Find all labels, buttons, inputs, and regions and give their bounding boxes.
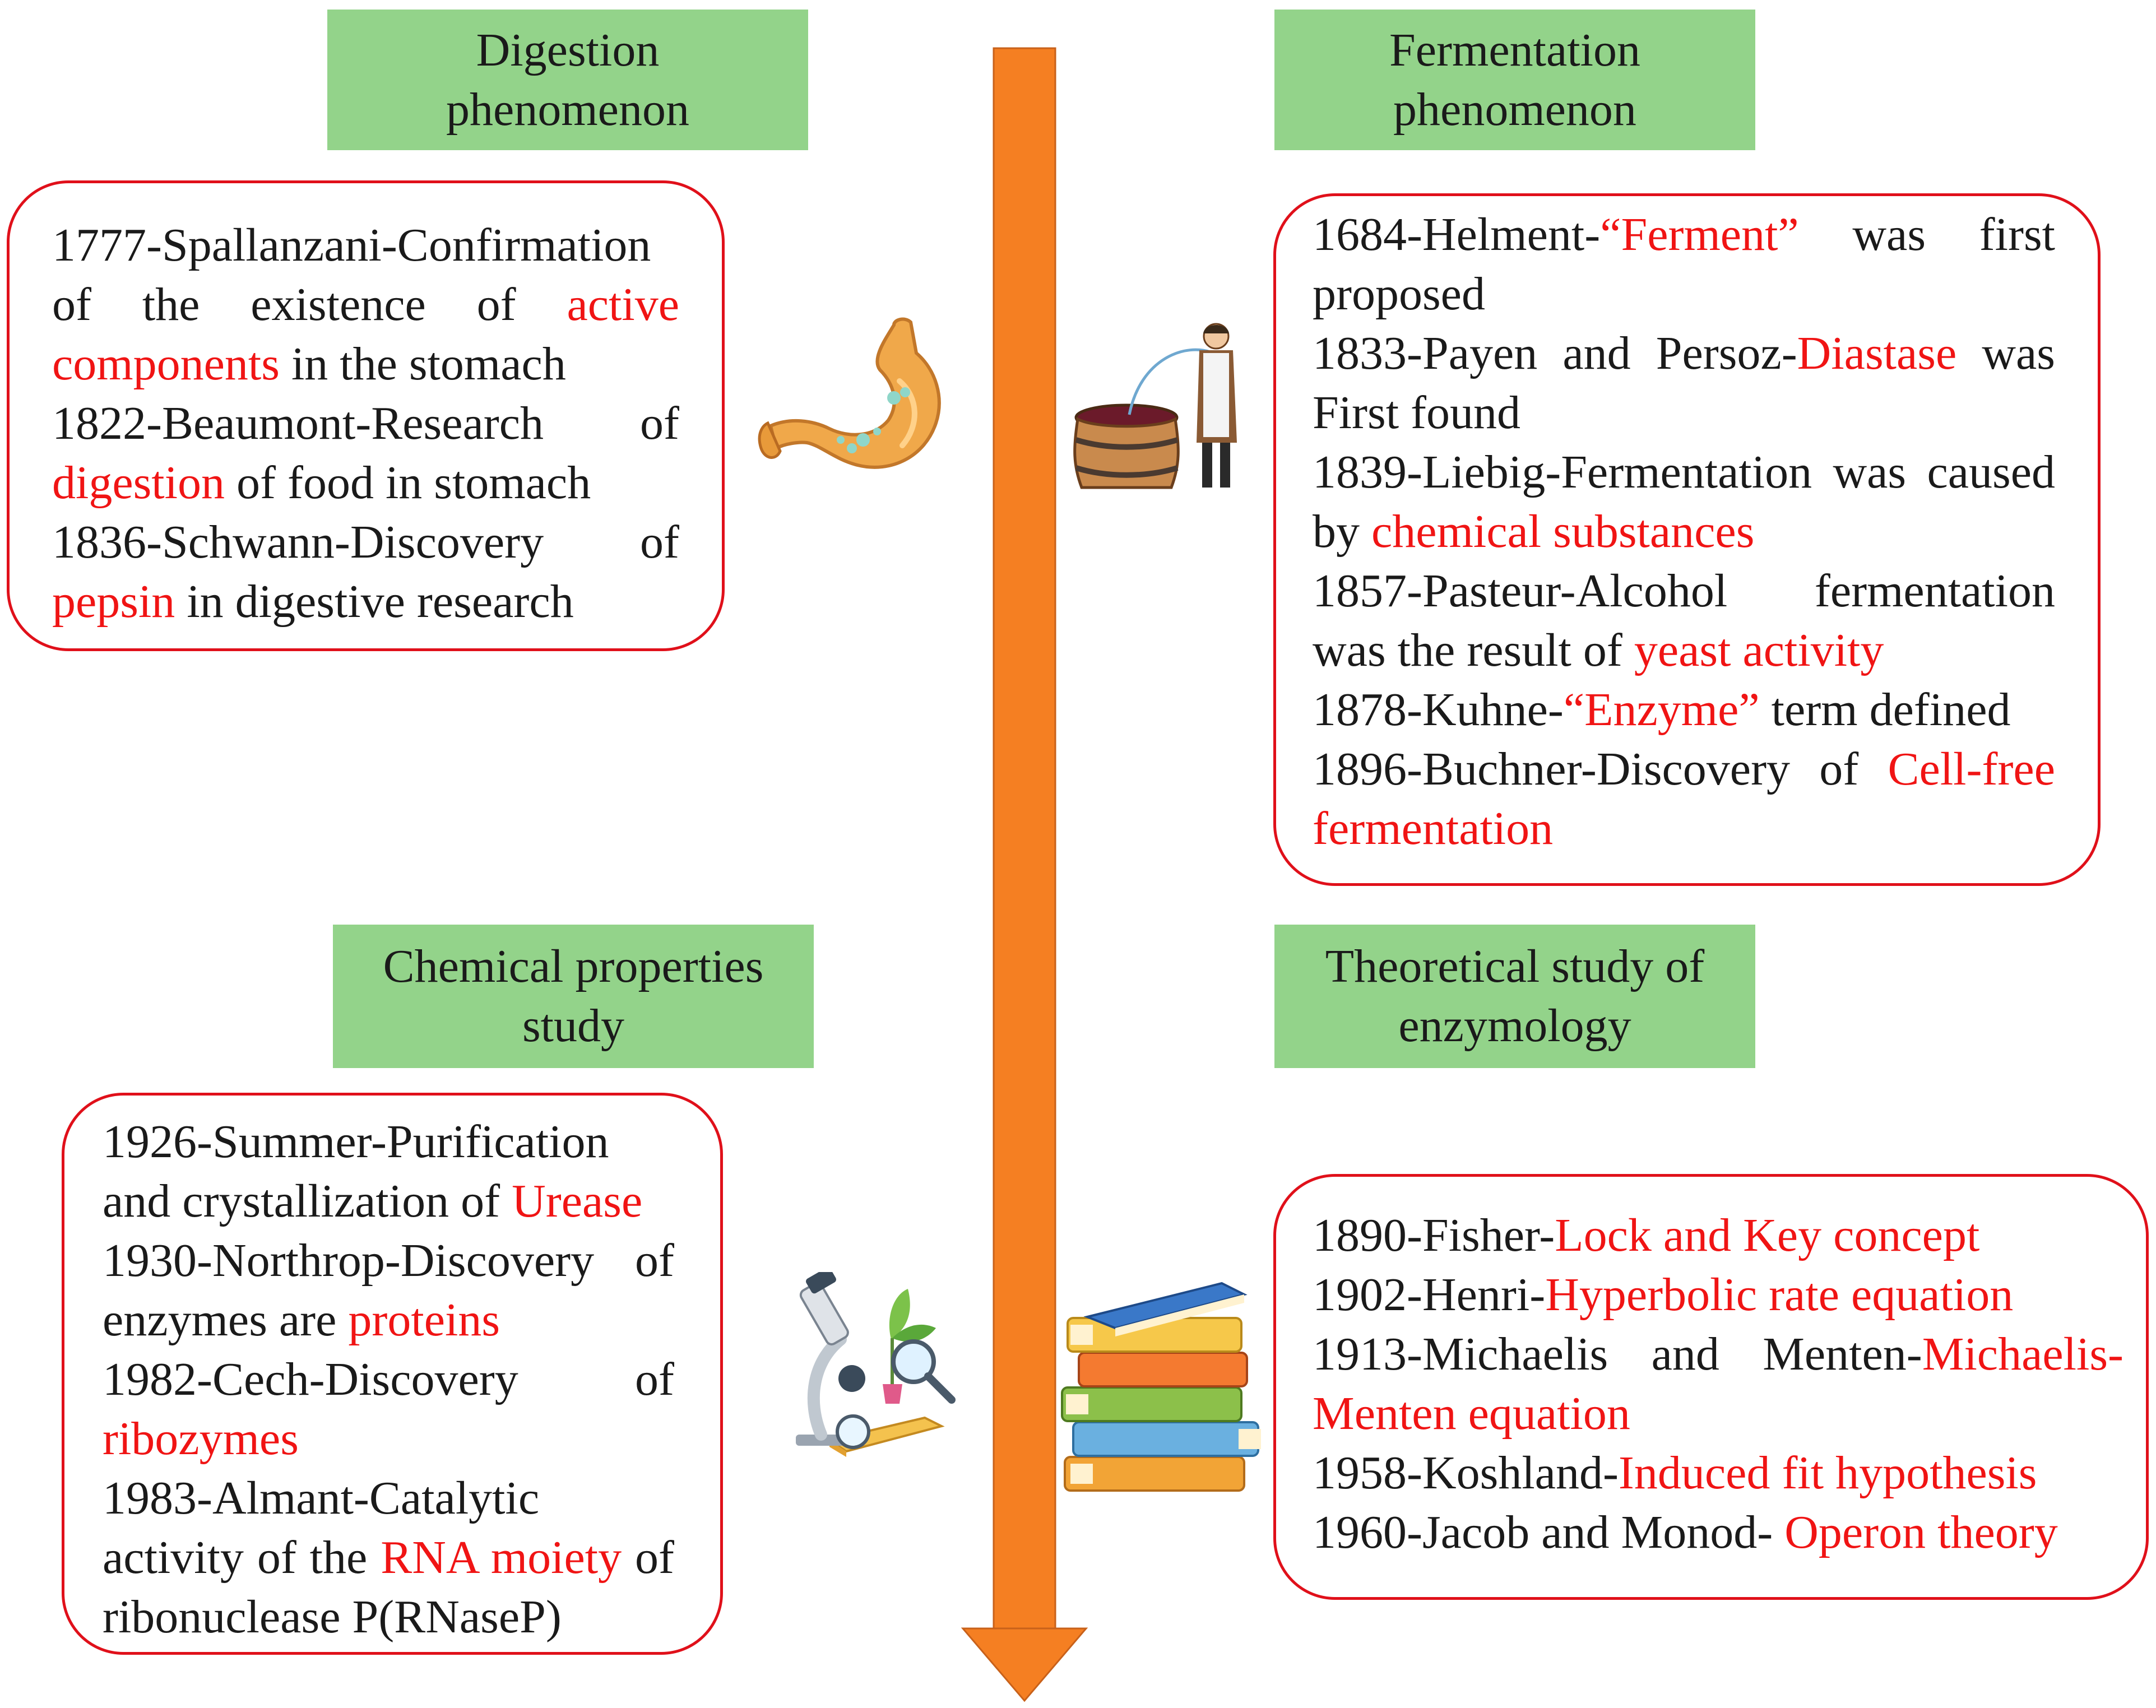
timeline-entry: 1982-Cech-Discovery of ribozymes — [103, 1350, 674, 1469]
timeline-entry: 1983-Almant-Catalytic activity of the RN… — [103, 1469, 674, 1647]
entry-text: 1902-Henri- — [1313, 1269, 1546, 1321]
timeline-entry: 1926-Summer-Purification and crystalliza… — [103, 1112, 674, 1231]
timeline-entry: 1684-Helment-“Ferment” was first propose… — [1313, 205, 2055, 324]
timeline-entry: 1839-Liebig-Fermentation was caused by c… — [1313, 443, 2055, 561]
timeline-entry: 1913-Michaelis and Menten-Michaelis-Ment… — [1313, 1325, 2123, 1444]
entry-text: 1926-Summer-Purification and crystalliza… — [103, 1116, 609, 1227]
highlighted-term: Diastase — [1797, 327, 1957, 379]
wine-barrel-icon — [1073, 323, 1237, 489]
entry-text: 1890-Fisher- — [1313, 1209, 1555, 1261]
entry-text: 1930-Northrop-Discovery of enzymes are — [103, 1234, 674, 1346]
timeline-entry: 1833-Payen and Persoz-Diastase was First… — [1313, 324, 2055, 443]
entry-text: of food in stomach — [225, 457, 591, 509]
timeline-entry: 1902-Henri-Hyperbolic rate equation — [1313, 1265, 2123, 1325]
timeline-entry: 1777-Spallanzani-Confirmation of the exi… — [52, 216, 679, 394]
timeline-entry: 1890-Fisher-Lock and Key concept — [1313, 1206, 2123, 1265]
highlighted-term: digestion — [52, 457, 225, 509]
entry-text: 1878-Kuhne- — [1313, 684, 1564, 736]
entry-text: 1839-Liebig-Fermentation was caused by — [1313, 446, 2055, 558]
highlighted-term: Hyperbolic rate equation — [1545, 1269, 2014, 1321]
entry-text: 1822-Beaumont-Research of — [52, 397, 679, 449]
timeline-entry: 1960-Jacob and Monod- Operon theory — [1313, 1503, 2123, 1562]
highlighted-term: “Enzyme” — [1563, 684, 1760, 736]
entry-text: was first proposed — [1313, 208, 2055, 320]
timeline-entry: 1822-Beaumont-Research of digestion of f… — [52, 394, 679, 513]
highlighted-term: Lock and Key concept — [1555, 1209, 1980, 1261]
timeline-entry: 1878-Kuhne-“Enzyme” term defined — [1313, 680, 2055, 740]
entry-text: 1836-Schwann-Discovery of — [52, 516, 679, 568]
entry-text: 1777-Spallanzani-Confirmation of the exi… — [52, 219, 651, 331]
entry-text: 1896-Buchner-Discovery of — [1313, 743, 1888, 795]
entry-text: in digestive research — [175, 575, 574, 628]
entry-text: term defined — [1759, 684, 2011, 736]
microscope-icon — [796, 1272, 956, 1457]
highlighted-term: Michaelis-Menten equation — [1313, 1328, 2123, 1440]
entry-text: in the stomach — [279, 338, 566, 390]
entry-text: 1833-Payen and Persoz- — [1313, 327, 1797, 379]
highlighted-term: pepsin — [52, 575, 175, 628]
books-icon — [1061, 1282, 1261, 1492]
entry-text: 1958-Koshland- — [1313, 1447, 1619, 1499]
highlighted-term: yeast activity — [1634, 624, 1884, 676]
fermentation-box: 1684-Helment-“Ferment” was first propose… — [1273, 193, 2101, 886]
entry-text: was First found — [1313, 327, 2055, 439]
highlighted-term: RNA moiety — [381, 1531, 622, 1584]
timeline-entry: 1836-Schwann-Discovery of pepsin in dige… — [52, 513, 679, 632]
entry-text: 1960-Jacob and Monod- — [1313, 1506, 1785, 1558]
highlighted-term: active components — [52, 279, 679, 390]
highlighted-term: Urease — [512, 1175, 643, 1227]
digestion-box: 1777-Spallanzani-Confirmation of the exi… — [7, 180, 725, 651]
timeline-entry: 1958-Koshland-Induced fit hypothesis — [1313, 1444, 2123, 1503]
highlighted-term: Cell-free fermentation — [1313, 743, 2055, 855]
chemical-box: 1926-Summer-Purification and crystalliza… — [62, 1093, 723, 1655]
highlighted-term: chemical substances — [1371, 505, 1755, 558]
highlighted-term: “Ferment” — [1600, 208, 1799, 261]
highlighted-term: Operon theory — [1784, 1506, 2058, 1558]
highlighted-term: proteins — [348, 1294, 500, 1346]
entry-text: 1684-Helment- — [1313, 208, 1601, 261]
stomach-icon — [758, 317, 941, 469]
highlighted-term: Induced fit hypothesis — [1618, 1447, 2037, 1499]
timeline-entry: 1857-Pasteur-Alcohol fermentation was th… — [1313, 561, 2055, 680]
entry-text: 1982-Cech-Discovery of — [103, 1353, 674, 1405]
entry-text: 1913-Michaelis and Menten- — [1313, 1328, 1922, 1380]
entry-text: 1983-Almant-Catalytic activity of the — [103, 1472, 540, 1584]
entry-text: 1857-Pasteur-Alcohol fermentation was th… — [1313, 565, 2055, 676]
entry-text: of ribonuclease P(RNaseP) — [103, 1531, 674, 1643]
timeline-entry: 1930-Northrop-Discovery of enzymes are p… — [103, 1231, 674, 1350]
timeline-entry: 1896-Buchner-Discovery of Cell-free ferm… — [1313, 740, 2055, 858]
highlighted-term: ribozymes — [103, 1413, 299, 1465]
